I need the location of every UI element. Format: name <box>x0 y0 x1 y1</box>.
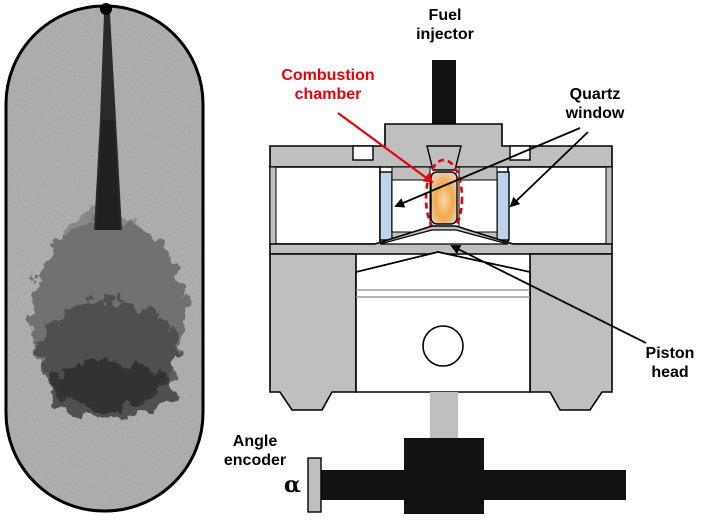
combustion-arrow <box>337 112 434 184</box>
quartz-arrow-left <box>394 127 581 208</box>
spray-cloud <box>30 210 186 418</box>
fuel-injector-label-line2: injector <box>416 26 474 43</box>
angle-encoder-disk <box>307 457 322 513</box>
angle-encoder-label-line1: Angle <box>232 433 278 450</box>
piston <box>355 251 531 393</box>
combustion-chamber-label-line1: Combustion <box>281 67 375 84</box>
angle-encoder-label-line2: encoder <box>223 452 287 469</box>
quartz-window-label-line1: Quartz <box>569 86 621 103</box>
piston-arrow <box>450 245 647 344</box>
angle-encoder-label: Angle encoder <box>220 432 290 470</box>
quartz-window-right <box>496 171 510 241</box>
optical-section-right <box>507 166 613 245</box>
nozzle-dot <box>100 3 112 15</box>
piston-head-label-line2: head <box>651 364 689 381</box>
piston-head-label: Piston head <box>640 344 700 382</box>
crankshaft <box>318 470 626 500</box>
piston-crown <box>355 251 531 273</box>
piston-head-label-line1: Piston <box>645 345 695 362</box>
fuel-injector-label: Fuel injector <box>410 6 480 44</box>
crankcase-right <box>529 253 613 411</box>
head-port-left <box>352 145 374 161</box>
fuel-injector-label-line1: Fuel <box>428 7 462 24</box>
quartz-window-label-line2: window <box>565 105 625 122</box>
crankcase-left <box>269 253 357 411</box>
alpha-symbol: α <box>284 472 301 498</box>
combustion-chamber-label-line2: chamber <box>294 86 362 103</box>
flame <box>430 171 458 225</box>
injector-seat <box>426 145 462 171</box>
combustion-chamber-label: Combustion chamber <box>270 66 386 104</box>
quartz-window-left <box>379 171 393 241</box>
piston-pin <box>422 325 464 367</box>
connecting-rod <box>430 392 458 438</box>
optical-section-left <box>269 166 381 245</box>
quartz-arrow-right <box>509 131 589 208</box>
quartz-window-label: Quartz window <box>555 85 635 123</box>
spray-photograph <box>6 6 203 511</box>
